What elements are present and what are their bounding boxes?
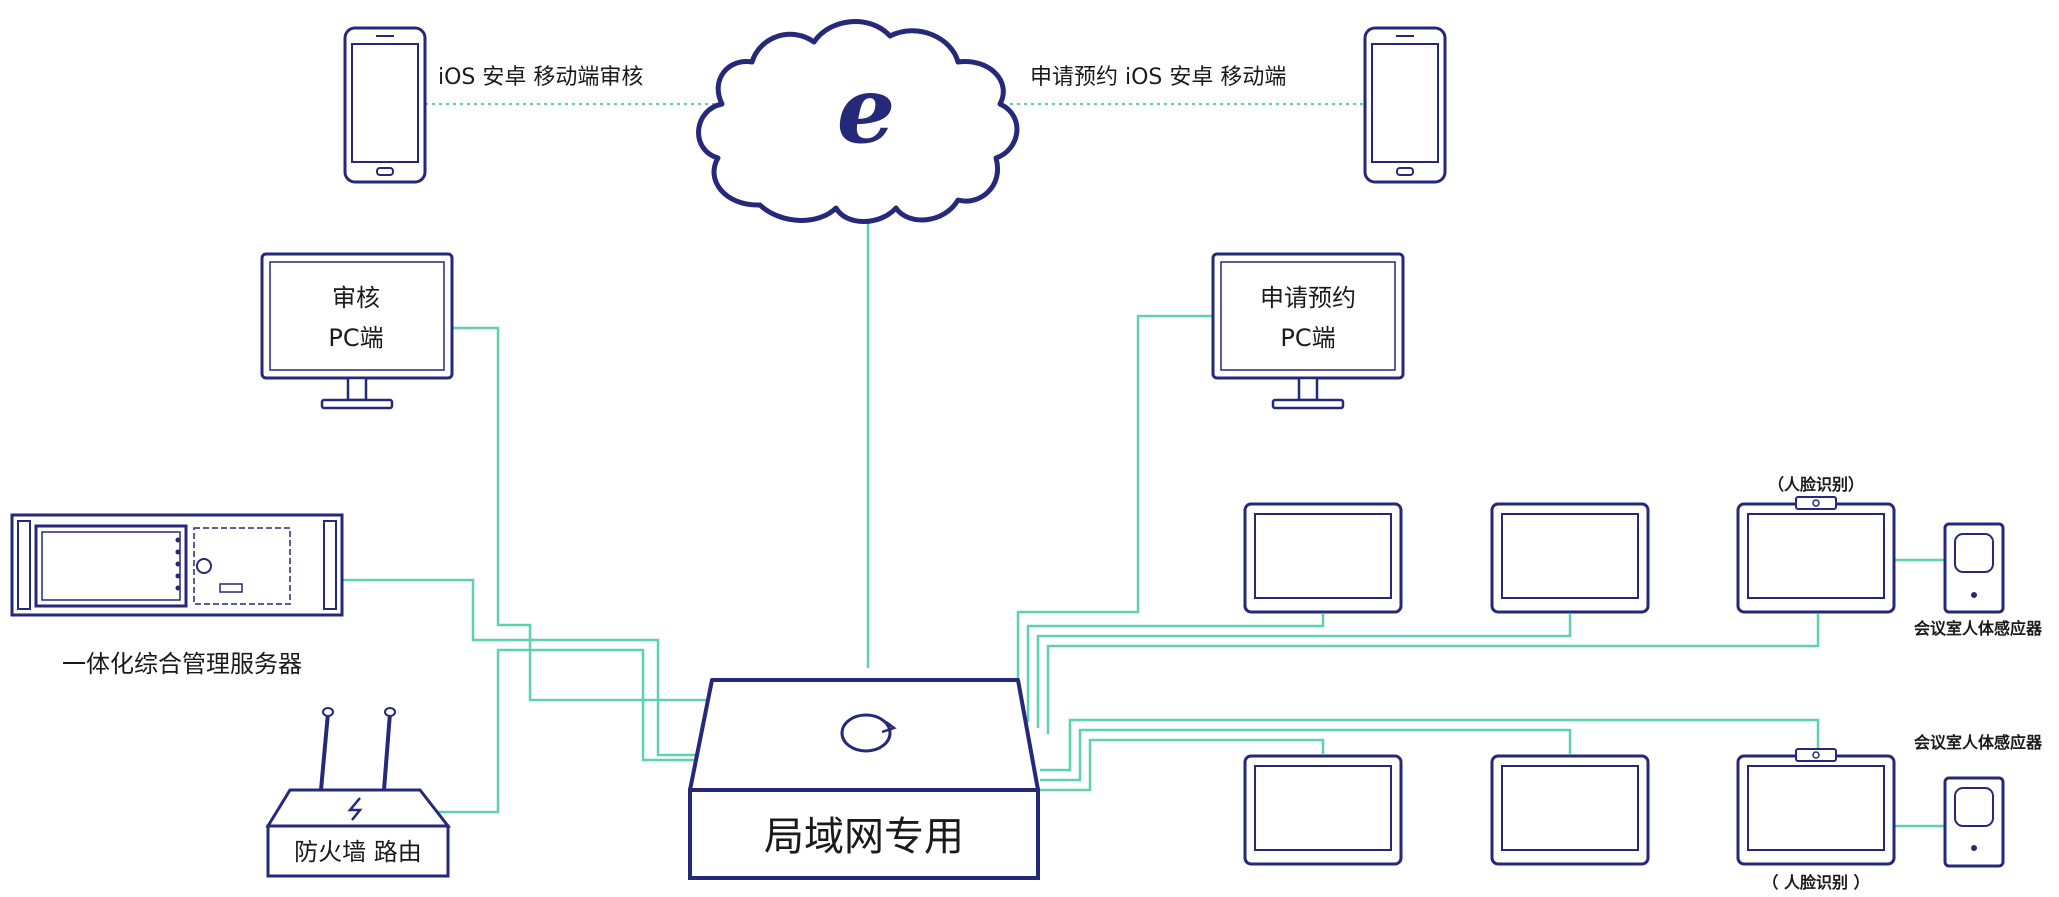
cloud: e [696, 19, 1020, 224]
lightning-icon [347, 797, 363, 821]
tablet-2-link [1036, 614, 1572, 728]
pc-right-line2: PC端 [1280, 324, 1335, 352]
mobile-left: iOS 安卓 移动端审核 [343, 26, 643, 184]
internet-e-icon: e [837, 56, 896, 164]
tablet-icon [1490, 754, 1650, 866]
pc-right-line1: 申请预约 [1260, 284, 1356, 312]
lan-switch-icon [688, 678, 1040, 880]
smartphone-icon [1363, 26, 1447, 184]
cloud-shape [696, 19, 1020, 224]
motion-sensor-icon [1943, 522, 2005, 614]
pc-left-line1: 审核 [332, 284, 380, 312]
face-tablet-icon [1736, 748, 1896, 866]
router-icon [265, 707, 452, 878]
tablet-3-link [1046, 614, 1820, 734]
mobile-right: 申请预约 iOS 安卓 移动端 [1030, 26, 1447, 184]
tablet-4-link [1040, 738, 1325, 792]
pc-left-line2: PC端 [328, 324, 383, 352]
rack-server-icon [10, 513, 344, 617]
tablet-5-link [1040, 728, 1572, 782]
firewall: 防火墙 路由 [265, 707, 452, 878]
face-tablet-icon [1736, 496, 1896, 614]
pc-right: 申请预约 PC端 [1211, 252, 1405, 410]
smartphone-icon [343, 26, 427, 184]
sensor-bottom-label: 会议室人体感应器 [1914, 733, 2043, 752]
tablets [1243, 496, 1896, 866]
switch-label: 局域网专用 [764, 814, 964, 860]
firewall-label: 防火墙 路由 [294, 838, 422, 866]
sync-icon [840, 713, 892, 753]
tablet-icon [1243, 754, 1403, 866]
face-note-bottom: （ 人脸识别 ） [1762, 873, 1869, 892]
sensor-top-label: 会议室人体感应器 [1914, 619, 2043, 638]
server: 一体化综合管理服务器 [10, 513, 344, 678]
motion-sensor-icon [1943, 776, 2005, 868]
pc-left: 审核 PC端 [260, 252, 454, 410]
pc-right-link [1016, 314, 1213, 718]
tablet-1-link [1026, 614, 1325, 722]
switch: 局域网专用 [688, 678, 1040, 880]
monitor-icon [1211, 252, 1405, 410]
sensor-bottom: 会议室人体感应器 [1914, 733, 2043, 868]
tablet-6-link [1040, 718, 1820, 772]
mobile-right-label: 申请预约 iOS 安卓 移动端 [1030, 65, 1286, 90]
face-note-top: （人脸识别） [1768, 475, 1864, 494]
firewall-link [428, 648, 712, 814]
server-link [343, 578, 712, 757]
server-label: 一体化综合管理服务器 [62, 650, 302, 678]
monitor-icon [260, 252, 454, 410]
pc-left-link [453, 326, 712, 702]
connectors [343, 222, 1945, 828]
sensor-top: 会议室人体感应器 [1914, 522, 2043, 638]
tablet-icon [1490, 502, 1650, 614]
tablet-icon [1243, 502, 1403, 614]
mobile-left-label: iOS 安卓 移动端审核 [438, 65, 643, 90]
